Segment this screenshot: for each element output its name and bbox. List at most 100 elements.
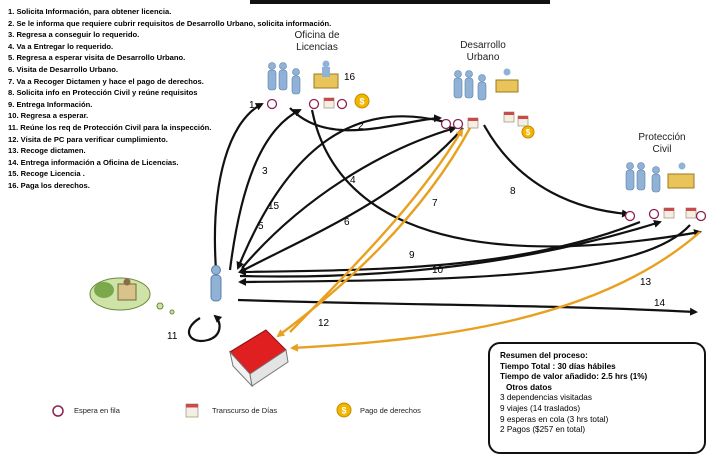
step-item: 13. Recoge dictamen. bbox=[8, 146, 86, 156]
arrow-3 bbox=[236, 115, 446, 270]
arrow-8 bbox=[483, 124, 630, 218]
wait-circle-icon bbox=[648, 208, 660, 220]
wait-circle-icon bbox=[695, 210, 707, 222]
arrow-2 bbox=[289, 107, 442, 132]
arrow-label: 12 bbox=[318, 318, 330, 329]
arrow-label: 1 bbox=[249, 100, 255, 111]
step-item: 12. Visita de PC para verificar cumplimi… bbox=[8, 134, 168, 144]
step-item: 6. Visita de Desarrollo Urbano. bbox=[8, 64, 119, 74]
step-item: 10. Regresa a esperar. bbox=[8, 111, 89, 121]
legend: $ bbox=[52, 402, 352, 418]
house-icon bbox=[229, 329, 289, 388]
svg-text:$: $ bbox=[341, 406, 346, 416]
arrow-11-loop bbox=[187, 314, 223, 343]
calendar-icon bbox=[323, 97, 335, 109]
summary-other-title: Otros datos bbox=[506, 382, 552, 392]
title-fragment bbox=[250, 0, 550, 4]
arrow-label: 16 bbox=[344, 72, 356, 83]
calendar-icon bbox=[185, 403, 199, 418]
summary-box: Resumen del proceso: Tiempo Total : 30 d… bbox=[488, 342, 706, 454]
legend-days-label: Transcurso de Días bbox=[212, 406, 278, 415]
step-item: 15. Recoge Licencia . bbox=[8, 169, 85, 179]
steps-list: 1. Solicita Información, para obtener li… bbox=[8, 6, 331, 192]
civil-markers bbox=[624, 207, 707, 222]
step-item: 8. Solicita info en Protección Civil y r… bbox=[8, 88, 198, 98]
arrow-label: 2 bbox=[358, 121, 364, 132]
arrow-5 bbox=[238, 127, 464, 273]
calendar-icon bbox=[517, 115, 529, 127]
arrow-9 bbox=[238, 220, 641, 276]
arrow-12 bbox=[290, 231, 701, 352]
licencias-markers: $ bbox=[266, 93, 370, 110]
summary-item: 3 dependencias visitadas bbox=[500, 393, 592, 403]
step-item: 11. Reúne los req de Protección Civil pa… bbox=[8, 122, 212, 132]
person-icon bbox=[210, 265, 222, 302]
step-item: 9. Entrega Información. bbox=[8, 99, 93, 109]
summary-item: 9 esperas en cola (3 hrs total) bbox=[500, 414, 609, 424]
arrow-label: 10 bbox=[432, 265, 444, 276]
legend-wait-label: Espera en fila bbox=[74, 406, 120, 415]
arrow-label: 14 bbox=[654, 298, 666, 309]
arrow-label: 15 bbox=[268, 201, 280, 212]
step-item: 1. Solicita Información, para obtener li… bbox=[8, 7, 172, 16]
arrow-label: 9 bbox=[409, 250, 415, 261]
summary-item: 9 viajes (14 traslados) bbox=[500, 403, 581, 413]
arrow-14-long bbox=[237, 298, 698, 316]
wait-circle-icon bbox=[266, 98, 278, 110]
step-item: 7. Va a Recoger Dictamen y hace el pago … bbox=[8, 76, 204, 86]
svg-text:$: $ bbox=[359, 97, 364, 107]
arrow-label: 7 bbox=[432, 198, 438, 209]
summary-total-time: Tiempo Total : 30 días hábiles bbox=[500, 361, 616, 371]
step-item: 14. Entrega información a Oficina de Lic… bbox=[8, 157, 179, 167]
arrow-label: 8 bbox=[510, 186, 516, 197]
thought-bubble-icon bbox=[89, 277, 175, 315]
step-item: 2. Se le informa que requiere cubrir req… bbox=[8, 18, 332, 28]
step-item: 16. Paga los derechos. bbox=[8, 180, 90, 190]
coin-icon: $ bbox=[336, 402, 352, 418]
desarrollo-markers: $ bbox=[440, 111, 535, 139]
civil-office bbox=[625, 162, 695, 193]
wait-circle-icon bbox=[52, 405, 64, 417]
arrow-label: 11 bbox=[167, 331, 178, 342]
wait-circle-icon bbox=[336, 98, 348, 110]
summary-item: 2 Pagos ($257 en total) bbox=[500, 425, 586, 435]
step-item: 4. Va a Entregar lo requerido. bbox=[8, 41, 114, 51]
arrow-10 bbox=[239, 219, 662, 278]
calendar-icon bbox=[663, 207, 675, 219]
wait-circle-icon bbox=[308, 98, 320, 110]
licencias-office bbox=[267, 60, 339, 95]
arrow-label: 6 bbox=[344, 217, 350, 228]
arrow-14-curve bbox=[310, 109, 702, 248]
desarrollo-office bbox=[453, 68, 519, 101]
wait-circle-icon bbox=[440, 118, 452, 130]
legend-payment-label: Pago de derechos bbox=[360, 406, 421, 415]
arrow-1 bbox=[213, 103, 264, 271]
orange-arrows bbox=[276, 127, 701, 352]
arrow-label: 3 bbox=[262, 166, 268, 177]
wait-circle-icon bbox=[452, 118, 464, 130]
black-arrows bbox=[187, 103, 702, 343]
svg-text:$: $ bbox=[526, 128, 531, 137]
coin-icon: $ bbox=[354, 93, 370, 109]
arrow-label: 5 bbox=[258, 221, 264, 232]
calendar-icon bbox=[685, 207, 697, 219]
wait-circle-icon bbox=[624, 210, 636, 222]
arrow-7 bbox=[289, 128, 464, 333]
arrow-4 bbox=[241, 125, 457, 269]
calendar-icon bbox=[503, 111, 515, 123]
arrow-13 bbox=[238, 224, 691, 286]
summary-value-time: Tiempo de valor añadido: 2.5 hrs (1%) bbox=[500, 372, 648, 382]
summary-title: Resumen del proceso: bbox=[500, 351, 588, 360]
arrow-label: 13 bbox=[640, 277, 652, 288]
step-item: 3. Regresa a conseguir lo requerido. bbox=[8, 30, 140, 40]
arrow-6 bbox=[276, 127, 472, 338]
calendar-icon bbox=[467, 117, 479, 129]
coin-icon: $ bbox=[521, 125, 535, 139]
arrow-15 bbox=[228, 109, 302, 271]
arrow-label: 4 bbox=[350, 175, 356, 186]
step-item: 5. Regresa a esperar visita de Desarroll… bbox=[8, 53, 186, 63]
